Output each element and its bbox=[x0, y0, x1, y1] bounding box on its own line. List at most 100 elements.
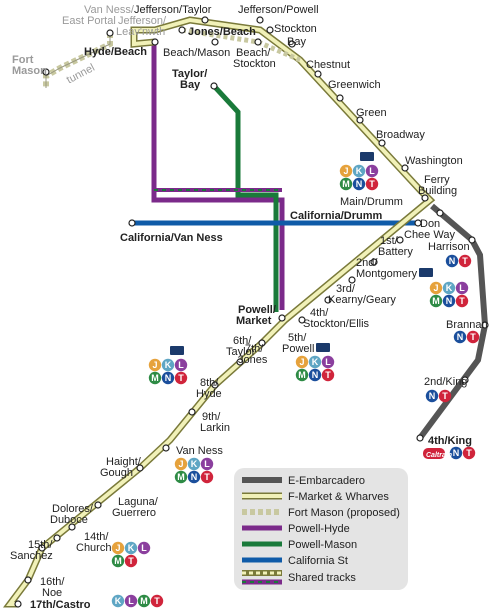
label-fort-mason: Fort Mason bbox=[12, 54, 47, 77]
label-sixth-taylor: 6th/ Taylor bbox=[226, 335, 256, 358]
route-t-label: T bbox=[462, 256, 468, 266]
route-k-bullet bbox=[161, 358, 175, 372]
label-fourth-king: 4th/King bbox=[428, 435, 472, 447]
route-t-bullet bbox=[462, 446, 476, 460]
route-l-label: L bbox=[459, 283, 465, 293]
legend-e: E-Embarcadero bbox=[288, 475, 365, 487]
label-laguna-guerrero: Laguna/ Guerrero bbox=[112, 496, 161, 519]
label-brannan: Brannan bbox=[446, 319, 488, 331]
route-t-label: T bbox=[470, 332, 476, 342]
label-haight-gough: Haight/ Gough bbox=[100, 456, 144, 479]
route-k-label: K bbox=[356, 166, 363, 176]
label-ninth-larkin: 9th/ Larkin bbox=[200, 411, 230, 434]
route-n-label: N bbox=[429, 391, 436, 401]
route-n-label: N bbox=[457, 332, 464, 342]
route-t-label: T bbox=[459, 296, 465, 306]
label-main-drumm: Main/Drumm bbox=[340, 196, 403, 208]
label-seventeenth-castro: 17th/Castro bbox=[30, 599, 91, 611]
route-m-label: M bbox=[298, 370, 306, 380]
route-n-bullet bbox=[161, 371, 175, 385]
route-k-bullet bbox=[124, 541, 138, 555]
label-green: Green bbox=[356, 107, 387, 119]
route-t-bullet bbox=[124, 554, 138, 568]
label-dolores-duboce: Dolores/ Duboce bbox=[50, 503, 96, 526]
caltrain-icon: Caltrain bbox=[423, 448, 452, 459]
route-m-bullet bbox=[295, 368, 309, 382]
route-t-bullet bbox=[458, 254, 472, 268]
label-jefferson-taylor: Jefferson/Taylor bbox=[134, 4, 212, 16]
route-l-label: L bbox=[369, 166, 375, 176]
route-m-label: M bbox=[151, 373, 159, 383]
route-t-label: T bbox=[154, 596, 160, 606]
route-n-label: N bbox=[449, 256, 456, 266]
powell-mason-line bbox=[212, 84, 279, 312]
legend-powell-hyde: Powell-Hyde bbox=[288, 523, 350, 535]
route-n-bullet bbox=[425, 389, 439, 403]
route-l-bullet bbox=[365, 164, 379, 178]
label-van-ness-east-portal: Van Ness/ East Portal bbox=[62, 4, 137, 27]
route-j-bullet bbox=[148, 358, 162, 372]
route-j-label: J bbox=[178, 459, 183, 469]
route-m-label: M bbox=[432, 296, 440, 306]
label-eighth-hyde: 8th/ Hyde bbox=[196, 377, 222, 400]
route-t-label: T bbox=[325, 370, 331, 380]
label-seventh-jones: 7th/ Jones bbox=[238, 343, 268, 366]
label-van-ness: Van Ness bbox=[176, 445, 223, 457]
route-t-label: T bbox=[128, 556, 134, 566]
route-n-label: N bbox=[446, 296, 453, 306]
route-n-label: N bbox=[356, 179, 363, 189]
route-n-label: N bbox=[191, 472, 198, 482]
route-l-bullet bbox=[321, 355, 335, 369]
route-l-label: L bbox=[204, 459, 210, 469]
route-m-label: M bbox=[177, 472, 185, 482]
label-first-battery: 1st/ Battery bbox=[378, 235, 413, 258]
station-labels: Van Ness/ East Portal Fort Mason tunnel … bbox=[10, 4, 488, 611]
route-k-label: K bbox=[165, 360, 172, 370]
station-stops bbox=[14, 16, 489, 608]
route-l-label: L bbox=[128, 596, 134, 606]
route-n-label: N bbox=[453, 448, 460, 458]
label-third-kearny: 3rd/ Kearny/Geary bbox=[328, 283, 396, 306]
route-j-bullet bbox=[111, 541, 125, 555]
label-washington: Washington bbox=[405, 155, 463, 167]
label-beach-stockton: Beach/ Stockton bbox=[233, 47, 276, 70]
legend-california: California St bbox=[288, 555, 348, 567]
route-k-label: K bbox=[128, 543, 135, 553]
legend: E-Embarcadero F-Market & Wharves Fort Ma… bbox=[234, 468, 408, 590]
route-m-label: M bbox=[342, 179, 350, 189]
label-hyde-beach: Hyde/Beach bbox=[84, 46, 147, 58]
route-j-label: J bbox=[152, 360, 157, 370]
route-l-label: L bbox=[178, 360, 184, 370]
legend-f: F-Market & Wharves bbox=[288, 491, 389, 503]
bart-icon bbox=[170, 152, 433, 355]
route-l-bullet bbox=[455, 281, 469, 295]
route-n-bullet bbox=[308, 368, 322, 382]
label-taylor-bay: Taylor/ Bay bbox=[172, 68, 210, 91]
label-bay: Bay bbox=[287, 36, 306, 48]
route-k-bullet bbox=[442, 281, 456, 295]
route-t-label: T bbox=[466, 448, 472, 458]
powell-hyde-line bbox=[151, 42, 285, 310]
label-chestnut: Chestnut bbox=[306, 59, 350, 71]
label-fourteenth-church: 14th/ Church bbox=[76, 531, 112, 554]
route-l-label: L bbox=[325, 357, 331, 367]
route-k-bullet bbox=[352, 164, 366, 178]
route-j-bullet bbox=[295, 355, 309, 369]
route-t-label: T bbox=[442, 391, 448, 401]
route-l-label: L bbox=[141, 543, 147, 553]
route-m-bullet bbox=[174, 470, 188, 484]
label-california-drumm: California/Drumm bbox=[290, 210, 383, 222]
route-j-label: J bbox=[299, 357, 304, 367]
legend-fort-mason: Fort Mason (proposed) bbox=[288, 507, 400, 519]
route-l-bullet bbox=[137, 541, 151, 555]
route-m-bullet bbox=[111, 554, 125, 568]
